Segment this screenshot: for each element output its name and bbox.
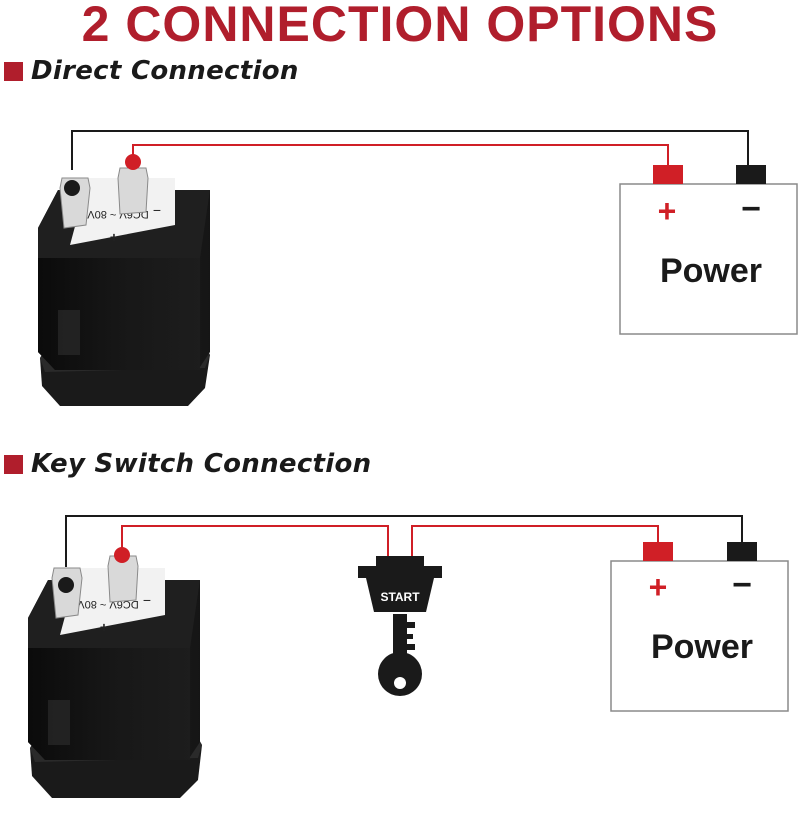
red-wire-to-power	[411, 525, 659, 558]
key-switch: START	[358, 556, 442, 696]
heading-bullet-square	[4, 454, 23, 474]
key-icon	[378, 614, 422, 696]
red-connector	[125, 154, 141, 170]
meter-terminal-negative	[51, 567, 83, 619]
meter-minus-label: −	[143, 592, 151, 608]
power-plus-label: +	[658, 193, 677, 229]
power-terminal-negative	[736, 165, 766, 184]
section-heading-key-switch: Key Switch Connection	[4, 449, 371, 479]
black-connector	[58, 577, 74, 593]
power-plus-label: +	[649, 569, 668, 605]
heading-label: Key Switch Connection	[31, 449, 372, 479]
key-switch-connection-diagram: DC6V ~ 80V − + START	[28, 515, 789, 798]
power-source: + − Power	[610, 542, 789, 712]
black-wire	[71, 130, 749, 170]
meter-plus-label: +	[110, 229, 118, 245]
power-minus-label: −	[741, 190, 761, 228]
hour-meter: DC6V ~ 80V − +	[28, 547, 202, 798]
red-wire	[132, 144, 669, 165]
power-minus-label: −	[732, 566, 752, 604]
power-terminal-positive	[653, 165, 683, 184]
power-source: + − Power	[619, 165, 798, 335]
power-terminal-negative	[727, 542, 757, 561]
meter-minus-label: −	[153, 202, 161, 218]
black-wire	[65, 515, 743, 567]
black-connector	[64, 180, 80, 196]
meter-terminal-positive	[107, 555, 139, 603]
heading-label: Direct Connection	[31, 56, 299, 86]
switch-start-label: START	[380, 590, 420, 604]
meter-plus-label: +	[100, 619, 108, 635]
power-terminal-positive	[643, 542, 673, 561]
hour-meter: DC6V ~ 80V − +	[38, 154, 210, 406]
page-title: 2 CONNECTION OPTIONS	[81, 0, 719, 52]
direct-connection-diagram: DC6V ~ 80V − + + − Power	[38, 130, 798, 406]
heading-bullet-square	[4, 61, 23, 81]
power-label: Power	[660, 252, 762, 290]
red-connector	[114, 547, 130, 563]
section-heading-direct: Direct Connection	[4, 56, 299, 86]
power-label: Power	[651, 628, 753, 666]
red-wire-to-switch	[121, 525, 389, 558]
meter-terminal-positive	[117, 167, 149, 215]
